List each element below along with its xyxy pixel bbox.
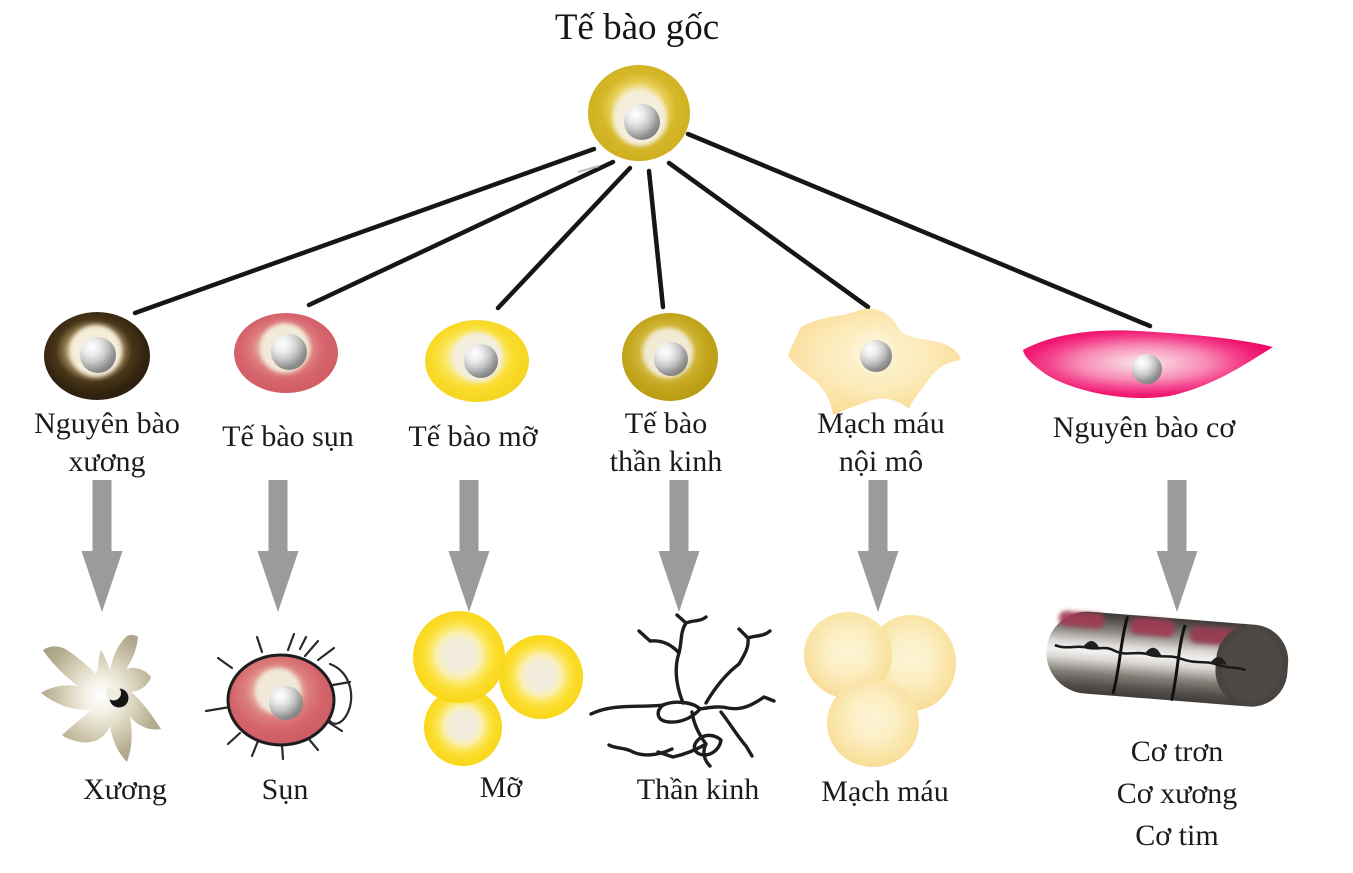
muscle-label-line3: Cơ tim (1135, 819, 1219, 852)
blood-vessel-illustration (804, 612, 956, 767)
stem-cell-nucleus (624, 104, 660, 140)
fat-illustration (413, 611, 583, 766)
blood-vessel-label: Mạch máu (821, 773, 948, 811)
nerve-label-line1: Thần kinh (636, 773, 760, 806)
nerve-label: Thần kinh (637, 771, 759, 809)
chondrocyte-label: Tế bào sụn (222, 418, 354, 456)
endothelial-label: Mạch máu nội mô (817, 405, 944, 481)
osteoblast-cell (44, 312, 150, 400)
adipocyte-label: Tế bào mỡ (408, 418, 537, 456)
neural-cell-label-line1: Tế bào (624, 407, 708, 440)
myoblast-cell (1023, 330, 1273, 399)
cartilage-label-line1: Sụn (261, 773, 309, 806)
fat-label-line1: Mỡ (479, 771, 523, 804)
nerve-illustration (589, 613, 776, 768)
neural-cell-label: Tế bào thần kinh (610, 405, 723, 481)
down-arrow-blood-vessel (857, 480, 899, 612)
bone-label: Xương (83, 771, 167, 809)
muscle-illustration (1046, 610, 1289, 707)
stem-cell-illustration (588, 65, 690, 161)
endothelial-label-line2: nội mô (838, 445, 924, 478)
cartilage-illustration (204, 632, 353, 761)
line-stem-to-adipocyte (495, 165, 633, 311)
line-stem-to-endothelial (666, 160, 871, 310)
myoblast-label: Nguyên bào cơ (1053, 409, 1235, 447)
myoblast-label-line1: Nguyên bào cơ (1052, 411, 1236, 444)
cartilage-label: Sụn (262, 771, 309, 809)
down-arrow-cartilage (257, 480, 299, 612)
chondrocyte-label-line1: Tế bào sụn (222, 420, 354, 453)
down-arrow-muscle (1156, 480, 1198, 612)
muscle-label: Cơ trơn Cơ xương Cơ tim (1117, 731, 1238, 857)
line-stem-to-neural-cell (646, 168, 666, 310)
endothelial-cell (788, 308, 961, 415)
osteoblast-label: Nguyên bào xương (34, 405, 180, 481)
muscle-label-line2: Cơ xương (1116, 777, 1238, 810)
fat-label: Mỡ (480, 769, 523, 807)
adipocyte-label-line1: Tế bào mỡ (408, 420, 538, 453)
muscle-label-line1: Cơ trơn (1130, 735, 1224, 768)
down-arrow-fat (448, 480, 490, 612)
stem-cell-title: Tế bào gốc (554, 7, 720, 48)
adipocyte-cell (425, 320, 529, 402)
line-stem-to-chondrocyte (306, 159, 616, 308)
neural-cell-label-line2: thần kinh (609, 445, 723, 478)
lineage-lines (132, 131, 1153, 329)
blood-vessel-label-line1: Mạch máu (821, 775, 949, 808)
osteoblast-label-line2: xương (68, 445, 146, 478)
bone-label-line1: Xương (83, 773, 167, 806)
down-arrow-nerve (658, 480, 700, 612)
chondrocyte-cell (234, 313, 338, 393)
line-stem-to-osteoblast (132, 146, 597, 316)
line-stem-to-myoblast (685, 131, 1153, 329)
bone-illustration (41, 634, 161, 762)
differentiation-arrows (81, 480, 1198, 612)
osteoblast-label-line1: Nguyên bào (34, 407, 180, 440)
neural-progenitor-cell (622, 313, 718, 401)
endothelial-label-line1: Mạch máu (817, 407, 945, 440)
faint-line-artifact (577, 165, 600, 173)
down-arrow-bone (81, 480, 123, 612)
